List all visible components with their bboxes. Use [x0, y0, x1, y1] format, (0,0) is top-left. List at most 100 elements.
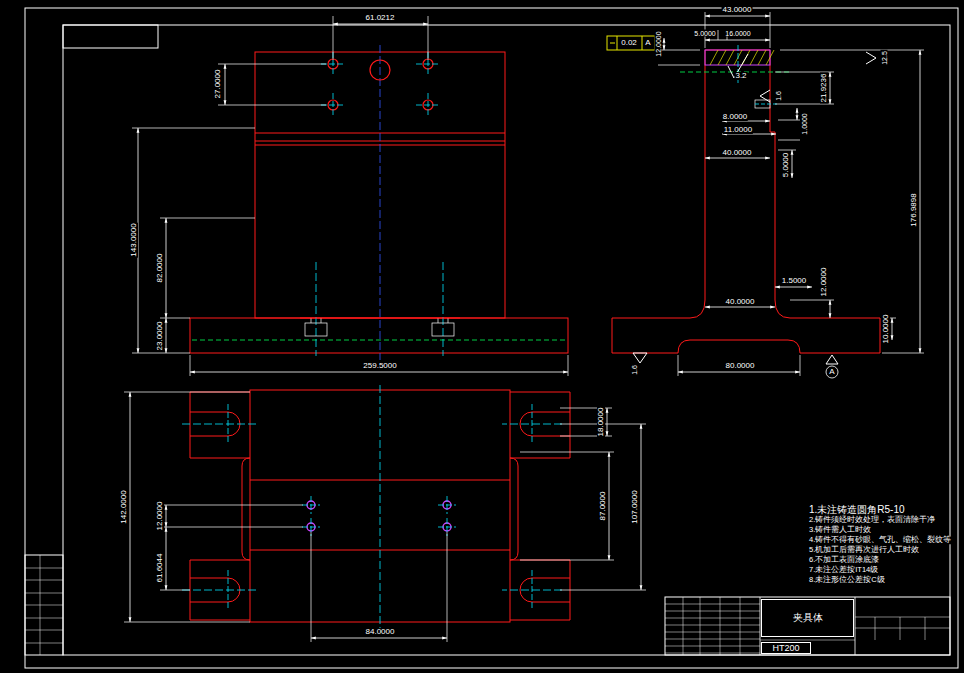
- extension-line: [780, 50, 924, 51]
- table-line: [25, 630, 63, 631]
- dimension-line: [333, 24, 428, 25]
- table-line: [875, 617, 876, 640]
- extension-line: [132, 353, 190, 354]
- technical-note: 1.未注铸造圆角R5-10: [808, 505, 906, 515]
- roughness-value: 1.6: [775, 90, 782, 102]
- drawing-frame: [63, 25, 950, 655]
- dimension-line: [830, 72, 831, 104]
- boss-outline: [510, 458, 518, 560]
- extension-line: [658, 65, 700, 66]
- center-line: [228, 404, 229, 444]
- dimension-line: [797, 108, 798, 120]
- extension-line: [447, 532, 448, 642]
- table-line: [665, 632, 760, 633]
- line: [448, 318, 449, 323]
- drawing: [25, 8, 958, 668]
- line: [617, 36, 618, 50]
- extension-line: [790, 300, 834, 301]
- extension-line: [132, 128, 255, 129]
- table-line: [665, 646, 760, 647]
- extension-line: [778, 150, 796, 151]
- table-line: [700, 597, 701, 655]
- table-line: [25, 605, 63, 606]
- extension-line: [311, 532, 312, 642]
- technical-note: 7.未注公差按IT14级: [808, 566, 879, 574]
- edge-line: [300, 318, 460, 319]
- dimension-line: [705, 16, 770, 17]
- extension-line: [882, 353, 924, 354]
- extension-line: [520, 560, 614, 561]
- dimension-text: 27.0000: [214, 69, 222, 100]
- table-line: [25, 643, 63, 644]
- dimension-line: [705, 158, 770, 159]
- table-line: [25, 593, 63, 594]
- slot-outline: [305, 323, 327, 336]
- center-line: [532, 570, 533, 610]
- base-outline: [190, 318, 568, 353]
- hatch-line: [710, 50, 718, 65]
- extension-line: [124, 392, 250, 393]
- dimension-text: 8.0000: [722, 113, 748, 121]
- technical-note: 6.不加工表面涂底漆: [808, 556, 880, 564]
- table-line: [665, 653, 760, 654]
- hatch-line: [726, 50, 734, 65]
- material-cell: HT200: [761, 642, 811, 654]
- dimension-line: [792, 150, 793, 178]
- dimension-text: 12.0000: [655, 30, 662, 57]
- table-line: [25, 568, 63, 569]
- extension-line: [160, 318, 190, 319]
- line: [855, 628, 950, 629]
- table-line: [25, 580, 63, 581]
- line: [642, 36, 643, 50]
- dimension-text: 40.0000: [725, 298, 756, 306]
- center-line: [380, 45, 381, 360]
- hidden-line: [192, 340, 566, 341]
- datum-circle: [826, 366, 838, 378]
- line: [760, 640, 855, 641]
- slot-outline: [432, 323, 454, 336]
- table-line: [900, 617, 901, 640]
- extension-line: [678, 355, 679, 376]
- extension-line: [333, 16, 334, 60]
- tolerance-frame: [607, 36, 655, 50]
- dimension-text: 16.0000: [724, 30, 751, 37]
- center-line: [755, 104, 778, 105]
- line: [321, 318, 322, 323]
- extension-line: [800, 355, 801, 376]
- extension-line: [718, 30, 719, 40]
- table-line: [720, 597, 721, 655]
- dimension-line: [607, 408, 608, 436]
- table-line: [665, 639, 760, 640]
- table-line: [665, 604, 760, 605]
- dimension-line: [892, 318, 893, 340]
- roughness-value: 12.5: [881, 50, 888, 66]
- line: [438, 318, 439, 323]
- extension-line: [428, 16, 429, 60]
- extension-line: [775, 104, 834, 105]
- dimension-text: 1.5000: [781, 277, 807, 285]
- section-outline: [612, 50, 880, 353]
- table-line: [665, 618, 760, 619]
- extension-line: [568, 355, 569, 376]
- datum-triangle: [826, 355, 838, 364]
- dimension-text: 82.0000: [156, 253, 164, 284]
- center-line: [228, 570, 229, 610]
- dimension-line: [609, 452, 610, 560]
- dimension-line: [166, 218, 167, 318]
- dimension-text: 176.9898: [910, 192, 918, 227]
- dimension-text: 23.0000: [156, 321, 164, 352]
- table-line: [740, 597, 741, 655]
- dimension-text: 84.0000: [365, 628, 396, 636]
- dimension-line: [311, 638, 447, 639]
- extension-line: [778, 140, 800, 141]
- tolerance-symbol: [610, 43, 615, 44]
- dimension-line: [641, 424, 642, 590]
- boss-outline: [242, 458, 250, 560]
- hatch-line: [758, 50, 766, 65]
- dimension-text: 61.0212: [365, 14, 396, 22]
- dimension-text: 11.0000: [723, 126, 753, 134]
- extension-line: [160, 527, 303, 528]
- dimension-line: [678, 372, 800, 373]
- table-line: [683, 597, 684, 655]
- dimension-text: 142.0000: [120, 489, 128, 524]
